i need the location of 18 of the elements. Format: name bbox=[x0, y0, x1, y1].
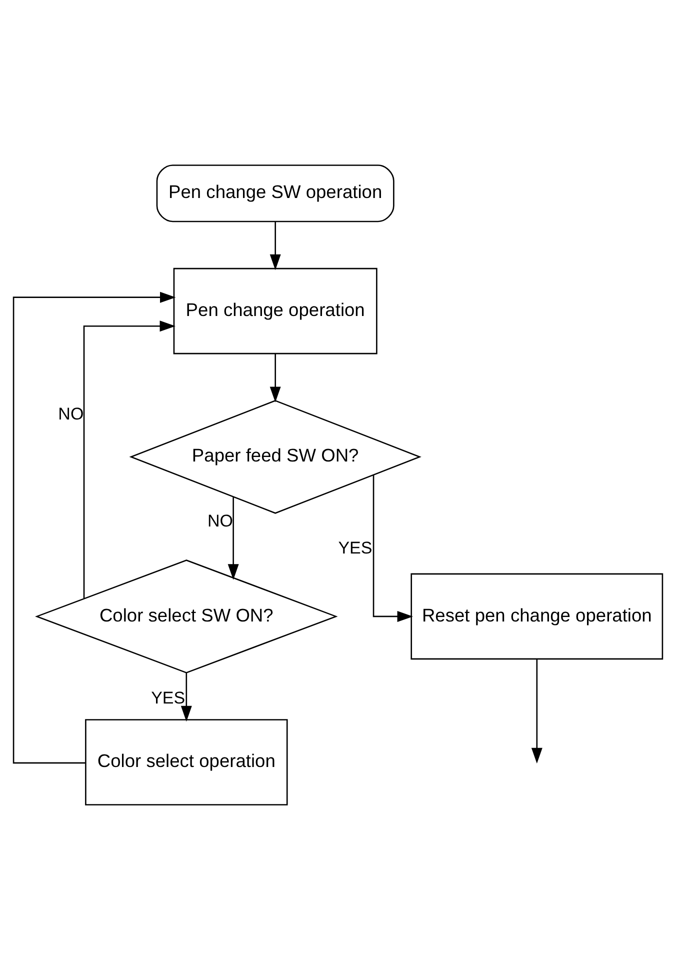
arrow bbox=[228, 496, 239, 580]
edge-label: NO bbox=[207, 510, 233, 530]
arrow bbox=[12, 291, 176, 764]
node-box: Reset pen change operation bbox=[410, 572, 664, 660]
arrow bbox=[270, 221, 281, 270]
node-box: Pen change operation bbox=[173, 267, 378, 354]
arrow bbox=[83, 320, 176, 598]
node-diamond: Paper feed SW ON? bbox=[129, 399, 422, 514]
arrow bbox=[372, 474, 413, 622]
edge-label: YES bbox=[151, 688, 186, 707]
node-diamond: Color select SW ON? bbox=[35, 559, 338, 673]
arrow bbox=[180, 672, 192, 722]
arrow bbox=[270, 353, 281, 402]
arrow bbox=[531, 658, 542, 764]
edge-label: YES bbox=[338, 538, 372, 557]
node-box: Color select operation bbox=[85, 718, 288, 805]
node-box: Pen change SW operation bbox=[156, 164, 394, 222]
edge-label: NO bbox=[58, 404, 84, 423]
